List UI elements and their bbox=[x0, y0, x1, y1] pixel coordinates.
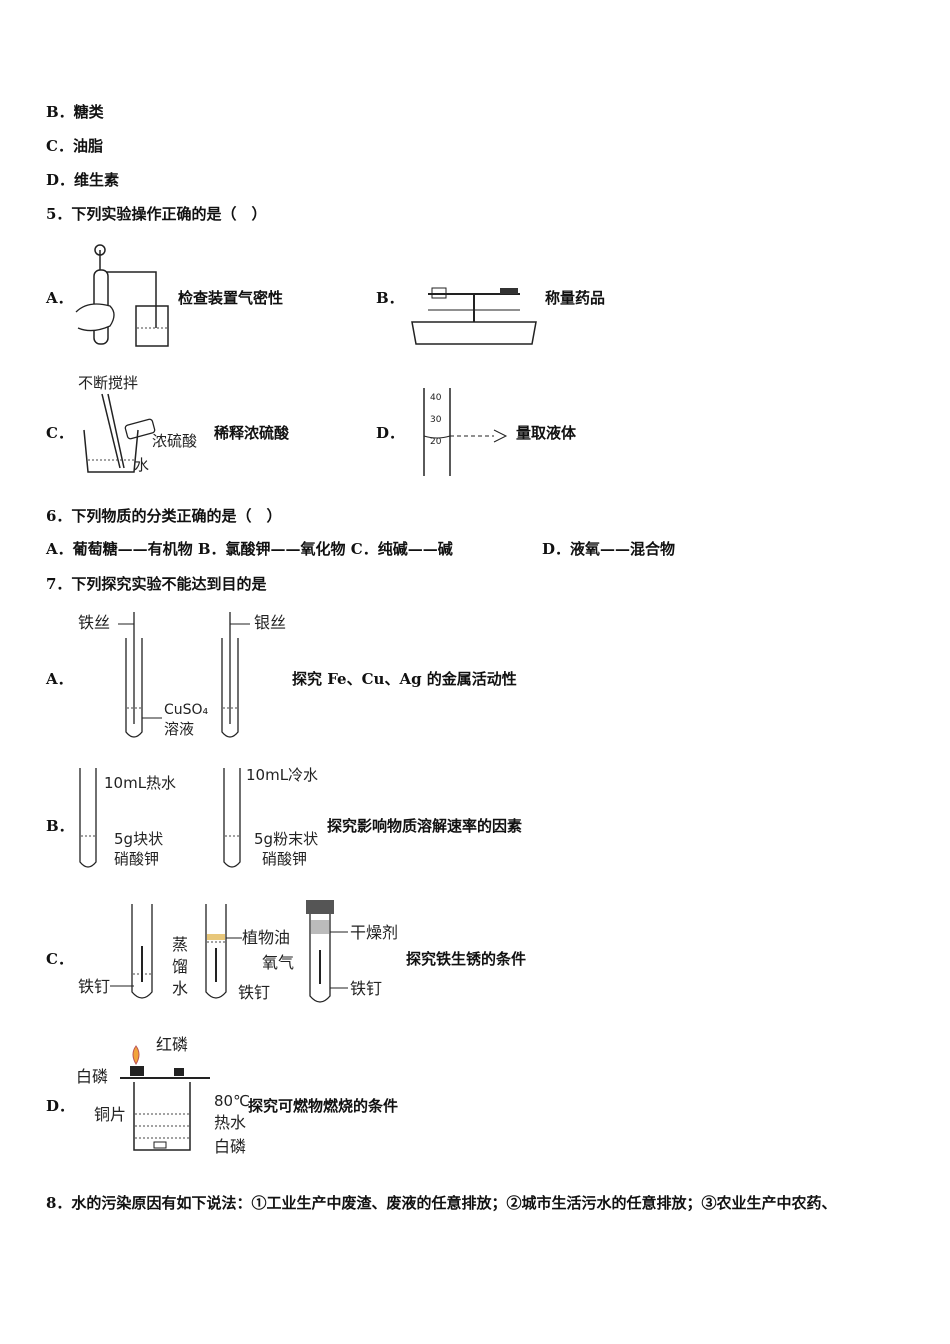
metal-activity-figure: 铁丝 CuSO₄ 溶液 银丝 bbox=[78, 612, 286, 738]
label-nail-3: 铁钉 bbox=[350, 979, 382, 998]
label-water: 水 bbox=[134, 456, 149, 474]
q7-b-caption: 探究影响物质溶解速率的因素 bbox=[327, 817, 523, 835]
q5-b-caption: 称量药品 bbox=[545, 289, 606, 307]
q7-b-letter: B． bbox=[46, 817, 74, 835]
label-powder: 5g粉末状 bbox=[254, 830, 318, 848]
q7-d-letter: D． bbox=[46, 1097, 75, 1115]
q6-options: A．葡萄糖——有机物 B．氯酸钾——氧化物 C．纯碱——碱 bbox=[46, 540, 453, 558]
measure-liquid-figure: 40 30 20 bbox=[423, 388, 508, 476]
label-white-p-2: 白磷 bbox=[214, 1137, 246, 1156]
q4-option-d: D．维生素 bbox=[46, 171, 120, 189]
dilute-acid-figure: 不断搅拌 浓硫酸 水 bbox=[78, 374, 197, 474]
q6-stem: 6．下列物质的分类正确的是（ ） bbox=[46, 507, 282, 525]
label-temp: 80℃ bbox=[214, 1092, 250, 1110]
label-hot-water-d: 热水 bbox=[214, 1113, 246, 1132]
q7-a-caption: 探究 Fe、Cu、Ag 的金属活动性 bbox=[292, 670, 517, 688]
label-desiccant: 干燥剂 bbox=[350, 923, 398, 942]
label-copper: 铜片 bbox=[94, 1105, 126, 1124]
label-distilled-1: 蒸 bbox=[172, 935, 188, 954]
tick-20: 20 bbox=[430, 437, 442, 447]
q6-option-d: D．液氧——混合物 bbox=[542, 540, 676, 558]
q5-c-caption: 稀释浓硫酸 bbox=[214, 424, 290, 442]
label-hot-water: 10mL热水 bbox=[104, 774, 176, 792]
tick-30: 30 bbox=[430, 415, 442, 425]
airtight-check-figure bbox=[75, 244, 169, 347]
dissolve-rate-figure: 10mL热水 5g块状 硝酸钾 10mL冷水 5g粉末状 硝酸钾 bbox=[79, 766, 318, 868]
q5-d-caption: 量取液体 bbox=[516, 424, 577, 442]
label-cuso4: CuSO₄ bbox=[164, 702, 209, 718]
label-acid: 浓硫酸 bbox=[152, 432, 197, 450]
tick-40: 40 bbox=[430, 393, 442, 403]
q5-a-letter: A． bbox=[46, 289, 73, 307]
q5-d-letter: D． bbox=[376, 424, 405, 442]
label-oxygen: 氧气 bbox=[262, 953, 294, 972]
q7-c-caption: 探究铁生锈的条件 bbox=[406, 950, 527, 968]
label-nail-1: 铁钉 bbox=[78, 977, 110, 996]
q8-stem: 8．水的污染原因有如下说法：①工业生产中废渣、废液的任意排放；②城市生活污水的任… bbox=[46, 1194, 837, 1212]
label-solution: 溶液 bbox=[164, 720, 194, 738]
q5-stem: 5．下列实验操作正确的是（ ） bbox=[46, 205, 267, 223]
q7-a-letter: A． bbox=[46, 670, 73, 688]
label-oil: 植物油 bbox=[242, 928, 290, 947]
label-stir: 不断搅拌 bbox=[78, 374, 138, 392]
q7-d-caption: 探究可燃物燃烧的条件 bbox=[248, 1097, 399, 1115]
balance-figure bbox=[411, 287, 537, 345]
q5-a-caption: 检查装置气密性 bbox=[178, 289, 284, 307]
combustion-figure: 红磷 白磷 铜片 80℃ 热水 白磷 bbox=[76, 1035, 250, 1156]
label-cold-water: 10mL冷水 bbox=[246, 766, 318, 784]
label-silver-wire: 银丝 bbox=[254, 613, 286, 632]
label-kno3-a: 硝酸钾 bbox=[114, 850, 159, 868]
q7-stem: 7．下列探究实验不能达到目的是 bbox=[46, 575, 267, 593]
q5-c-letter: C． bbox=[46, 424, 73, 442]
q4-option-b: B．糖类 bbox=[46, 103, 104, 121]
label-red-p: 红磷 bbox=[156, 1035, 188, 1054]
q5-b-letter: B． bbox=[376, 289, 404, 307]
label-nail-2: 铁钉 bbox=[238, 983, 270, 1002]
label-white-p: 白磷 bbox=[76, 1067, 108, 1086]
q7-c-letter: C． bbox=[46, 950, 73, 968]
label-iron-wire: 铁丝 bbox=[78, 613, 110, 632]
label-distilled-2: 馏 bbox=[172, 957, 188, 976]
label-distilled-3: 水 bbox=[172, 979, 188, 998]
label-kno3-b: 硝酸钾 bbox=[262, 850, 307, 868]
label-block: 5g块状 bbox=[114, 830, 163, 848]
q4-option-c: C．油脂 bbox=[46, 137, 103, 155]
rust-conditions-figure: 铁钉 蒸 馏 水 植物油 铁钉 干燥剂 氧气 铁钉 bbox=[78, 900, 398, 1003]
